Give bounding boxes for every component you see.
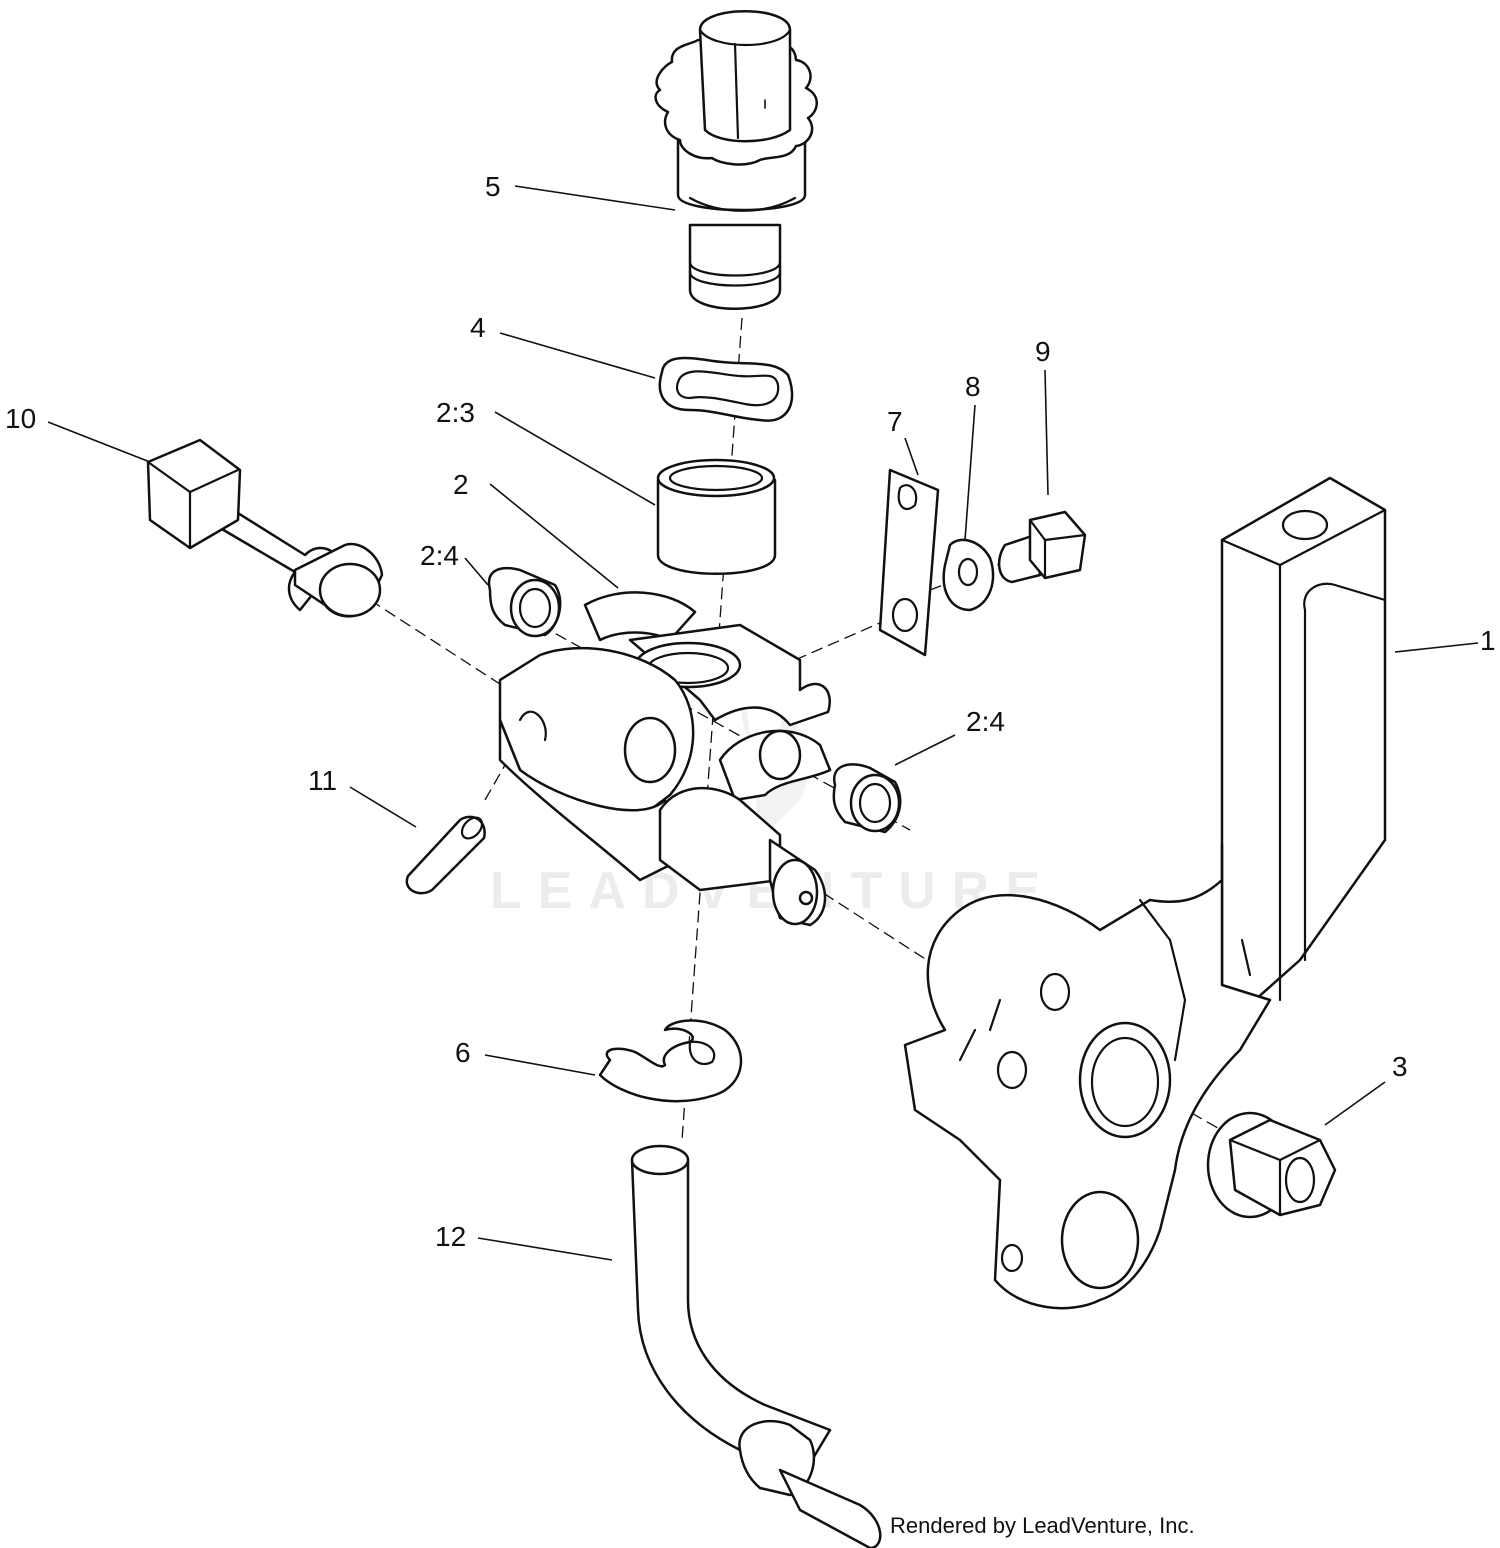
render-credit: Rendered by LeadVenture, Inc. [890,1513,1195,1538]
callout-2-4-left: 2:4 [420,540,459,571]
part-2-yoke [498,591,832,927]
part-1-lever-arm [903,476,1387,1310]
callout-3: 3 [1392,1051,1408,1082]
part-4-wave-washer [658,356,794,422]
callout-2: 2 [453,469,469,500]
callout-12: 12 [435,1221,466,1252]
callout-10: 10 [5,403,36,434]
callout-2-3: 2:3 [436,397,475,428]
callout-1: 1 [1480,625,1496,656]
part-3-flange-nut [1206,1111,1337,1219]
part-9-small-bolt [997,510,1087,584]
callout-11: 11 [308,765,337,796]
callout-9: 9 [1035,336,1051,367]
callout-4: 4 [470,312,486,343]
callout-7: 7 [887,406,903,437]
callout-labels: 1 2 2:3 2:4 2:4 3 4 5 6 7 8 9 10 11 12 [5,171,1496,1252]
part-2-3-bushing [656,458,777,575]
part-8-lock-washer [942,538,995,612]
part-7-bracket-plate [878,468,940,657]
callout-6: 6 [455,1037,471,1068]
part-2-4-bushing-right [832,763,902,834]
part-12-bent-rod [630,1144,882,1548]
part-5-pivot-knob [654,10,818,310]
part-10-hex-bolt [146,438,384,618]
callout-5: 5 [485,171,501,202]
leader-lines [47,185,1479,1261]
callout-8: 8 [965,371,981,402]
part-11-roll-pin [405,815,486,895]
part-6-e-clip [598,1019,743,1103]
callout-2-4-right: 2:4 [966,706,1005,737]
part-2-4-bushing-left [487,566,562,638]
